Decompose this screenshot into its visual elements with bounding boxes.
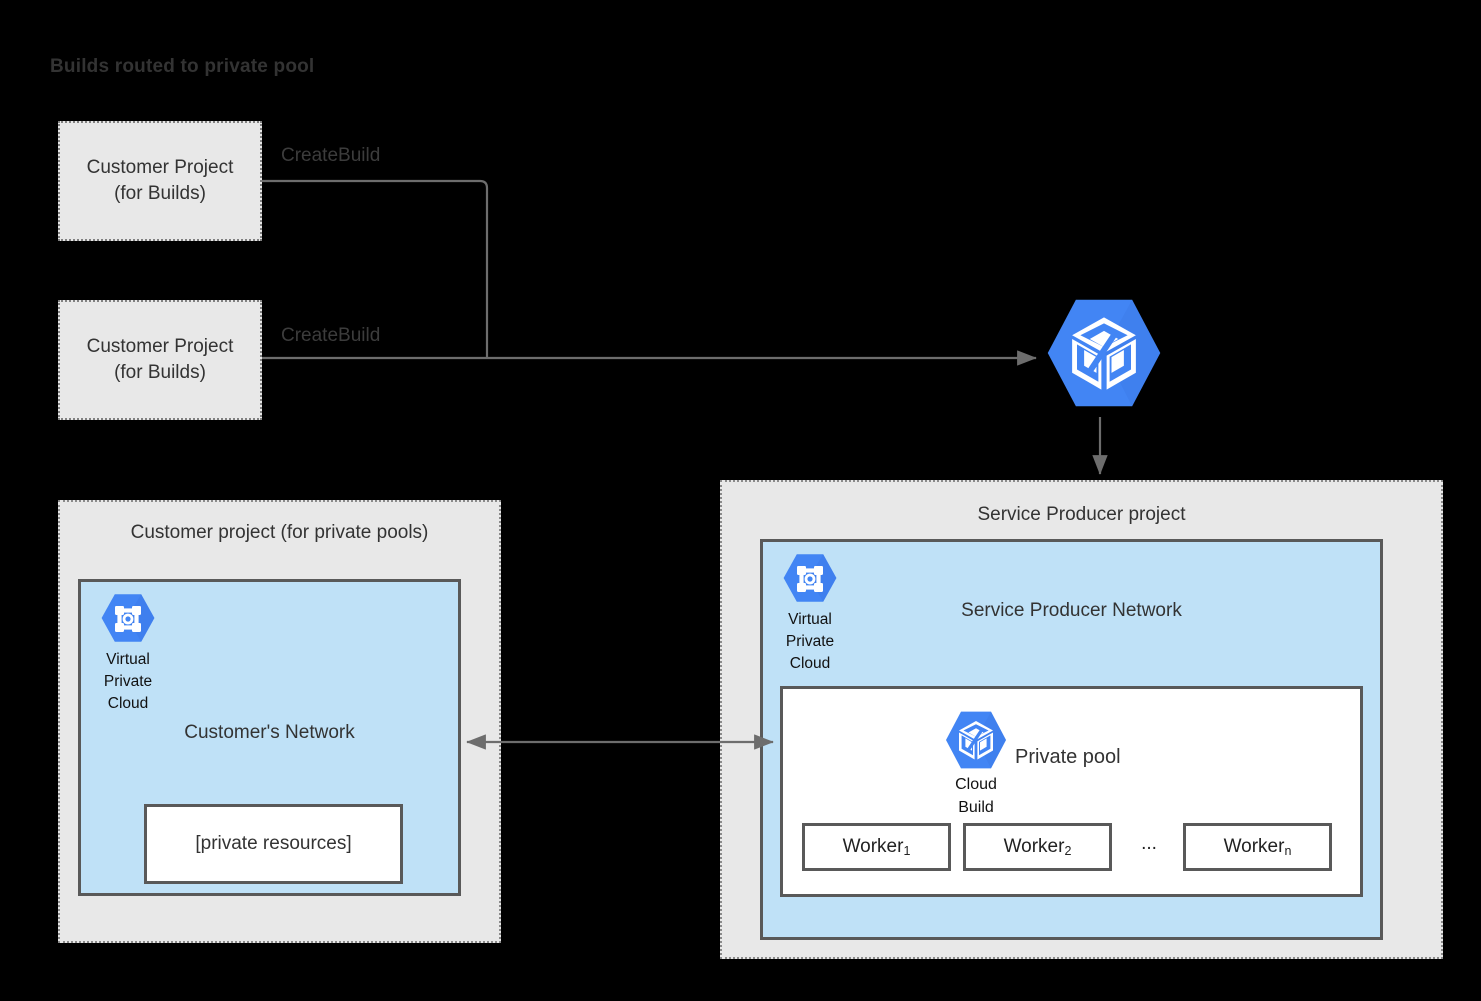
customer-build-project-1-line2: (for Builds) (114, 183, 206, 204)
cloud-build-icon (946, 711, 1006, 769)
cloud-build-service-icon[interactable] (1044, 293, 1164, 418)
vpc-caption-customer-line3: Cloud (107, 695, 149, 712)
virtual-private-cloud-icon (101, 594, 155, 642)
vpc-caption-producer: Virtual Private Cloud (786, 609, 834, 675)
worker-2-subscript: 2 (1064, 844, 1072, 858)
vpc-caption-producer-line2: Private (785, 633, 835, 650)
customer-build-project-2[interactable]: Customer Project (for Builds) (58, 300, 262, 420)
private-resources-box[interactable]: [private resources] (144, 804, 403, 884)
customers-network-title: Customer's Network (184, 722, 355, 743)
cloud-build-caption-line1: Cloud (955, 776, 997, 793)
private-resources-label: [private resources] (195, 833, 352, 854)
vpc-caption-customer-line1: Virtual (106, 651, 150, 668)
page-title: Builds routed to private pool (50, 56, 315, 77)
vpc-caption-producer-line3: Cloud (789, 655, 831, 672)
cloud-build-caption: Cloud Build (955, 774, 997, 819)
worker-n-label: Worker (1223, 836, 1285, 857)
edge-label-createbuild-2: CreateBuild (281, 325, 381, 346)
service-producer-project-title: Service Producer project (977, 504, 1186, 525)
worker-ellipsis: ... (1141, 833, 1157, 854)
service-producer-network-title: Service Producer Network (961, 600, 1182, 621)
vpc-icon-group-customer: Virtual Private Cloud (92, 591, 164, 715)
cloud-build-icon-group: Cloud Build (940, 708, 1012, 819)
vpc-caption-customer-line2: Private (103, 673, 153, 690)
customer-build-project-2-line1: Customer Project (86, 336, 234, 358)
edge-label-createbuild-1: CreateBuild (281, 145, 381, 166)
customer-build-project-1-line1: Customer Project (86, 157, 234, 179)
customer-private-pools-project-title: Customer project (for private pools) (130, 522, 429, 543)
worker-2-label: Worker (1003, 836, 1065, 857)
customer-build-project-2-line2: (for Builds) (114, 362, 206, 383)
vpc-caption-customer: Virtual Private Cloud (104, 649, 152, 715)
customers-network-box[interactable]: Virtual Private Cloud Customer's Network… (78, 579, 461, 896)
worker-1-label: Worker (842, 836, 904, 857)
virtual-private-cloud-icon (783, 554, 837, 602)
vpc-caption-producer-line1: Virtual (788, 611, 832, 628)
private-pool-title: Private pool (1015, 746, 1121, 768)
customer-build-project-1[interactable]: Customer Project (for Builds) (58, 121, 262, 241)
worker-1-subscript: 1 (903, 844, 911, 858)
worker-n-subscript: n (1284, 844, 1292, 858)
vpc-icon-group-producer: Virtual Private Cloud (774, 551, 846, 675)
cloud-build-caption-line2: Build (958, 798, 994, 816)
cloud-build-icon (1047, 299, 1161, 407)
